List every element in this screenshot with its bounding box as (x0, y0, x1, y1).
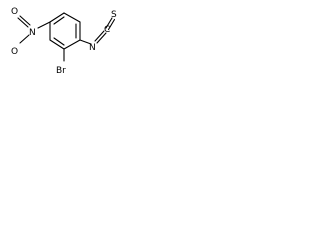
bond-ring-to-nitro-n (37, 21, 51, 29)
bond-nitro-n-to-o-top-double (17, 17, 29, 28)
ring-bond-bottom-right (63, 39, 81, 50)
nitro-group: O N O (11, 7, 51, 57)
ring-bond-top-left (49, 12, 65, 23)
ring-bond-top-right (63, 12, 81, 23)
nitro-oxygen-top-label: O (11, 7, 18, 17)
benzene-ring (49, 12, 81, 50)
ring-double-bond-bottom-left (53, 37, 65, 46)
ring-bond-bottom-left (49, 39, 65, 50)
sulfur-label: S (111, 10, 117, 20)
bond-nitro-n-to-o-bottom (19, 34, 30, 44)
ring-double-bond-top-left (53, 16, 65, 25)
bromine-label: Br (56, 66, 66, 76)
isothiocyanate-group: N C S (79, 10, 117, 53)
bond-n-to-c (94, 30, 105, 42)
nitro-nitrogen-label: N (29, 28, 36, 38)
nitrogen-label: N (89, 43, 96, 53)
molecule-structure: N C S Br O N O (11, 7, 117, 76)
bond-n-to-c-double (96, 32, 107, 44)
bond-ring-to-n (79, 39, 92, 45)
bond-c-to-s-double (107, 18, 116, 31)
bond-nitro-n-to-o-top (19, 15, 31, 26)
bromine-substituent: Br (56, 48, 66, 76)
isothiocyanate-carbon-label: C (104, 25, 110, 35)
nitro-oxygen-bottom-label: O (11, 47, 18, 57)
bond-c-to-s (105, 17, 113, 29)
